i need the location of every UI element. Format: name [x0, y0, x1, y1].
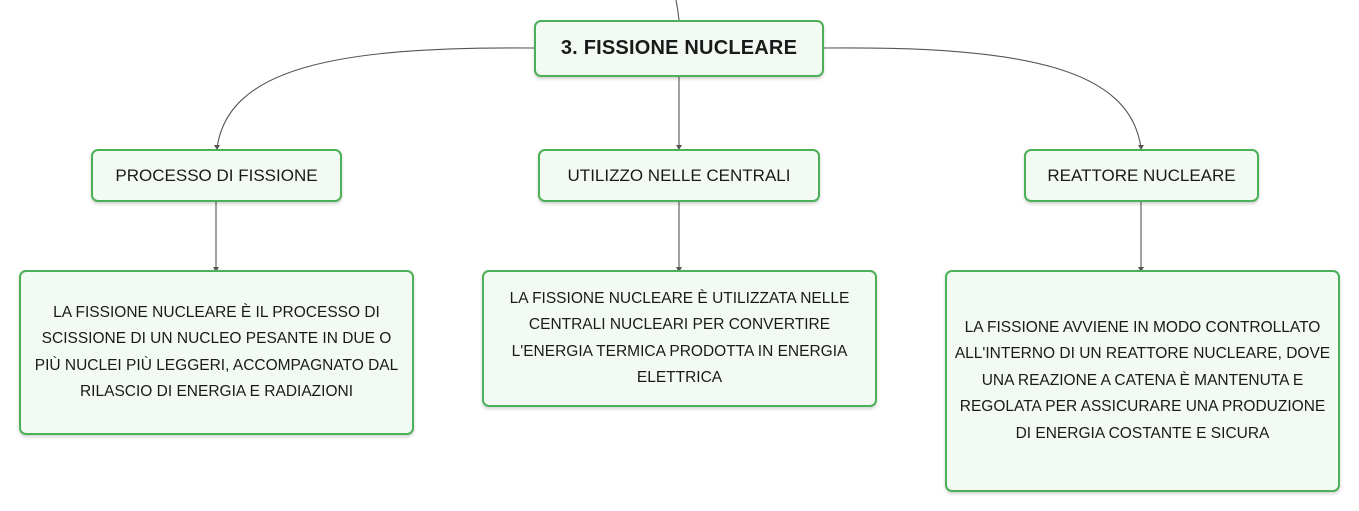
connector-arrowhead: [676, 267, 682, 272]
connector-root-to-processo: [216, 47, 535, 149]
branch-node-processo-di-fissione[interactable]: PROCESSO DI FISSIONE: [91, 149, 342, 202]
connector-arrowhead: [1138, 145, 1144, 150]
connector-arrowhead: [214, 145, 220, 150]
detail-node-processo-di-fissione[interactable]: LA FISSIONE NUCLEARE È IL PROCESSO DI SC…: [19, 270, 414, 435]
branch-node-utilizzo-nelle-centrali[interactable]: UTILIZZO NELLE CENTRALI: [538, 149, 820, 202]
branch-node-reattore-nucleare[interactable]: REATTORE NUCLEARE: [1024, 149, 1259, 202]
connector-root-to-reattore: [823, 47, 1142, 149]
connector-arrowhead: [676, 145, 682, 150]
detail-node-reattore-nucleare[interactable]: LA FISSIONE AVVIENE IN MODO CONTROLLATO …: [945, 270, 1340, 492]
connector-arrowhead: [1138, 267, 1144, 272]
connector-arrowhead: [213, 267, 219, 272]
connector-from-parent: [675, 0, 680, 21]
detail-node-utilizzo-nelle-centrali[interactable]: LA FISSIONE NUCLEARE È UTILIZZATA NELLE …: [482, 270, 877, 407]
root-node-title[interactable]: 3. FISSIONE NUCLEARE: [534, 20, 824, 77]
